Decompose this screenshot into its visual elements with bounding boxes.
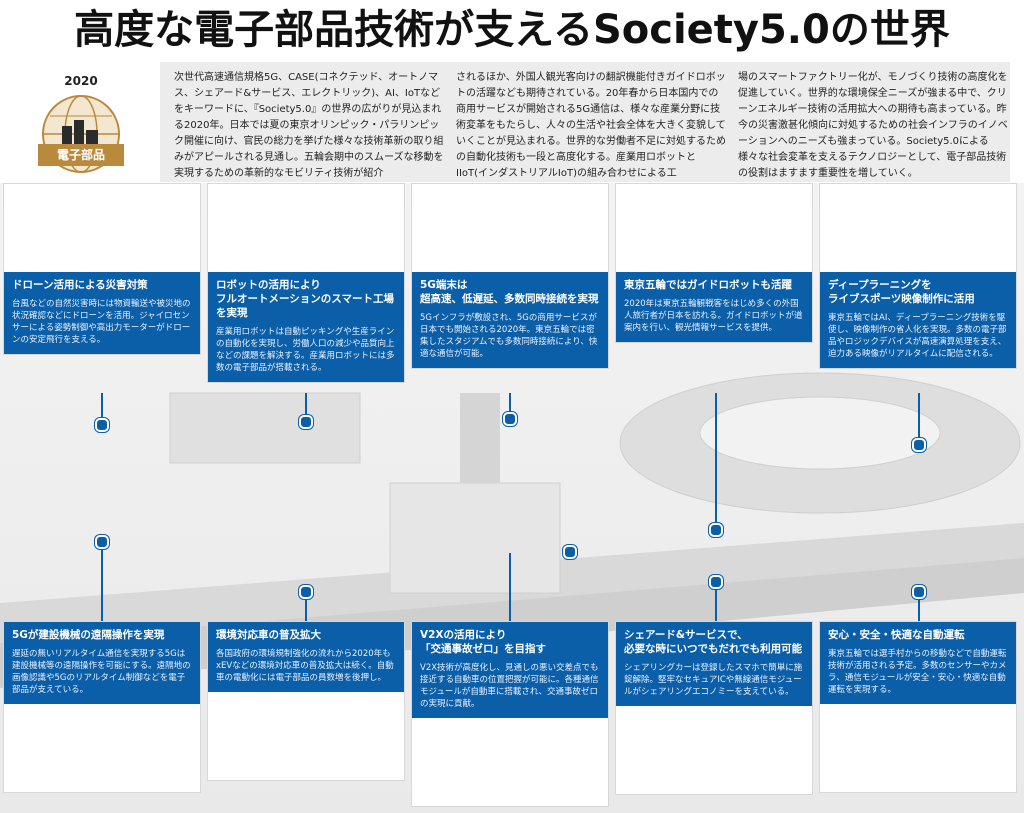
connector-dot xyxy=(503,412,517,426)
panel-body: 東京五輪ではAI、ディープラーニング技術を駆使し、映像制作の省人化を実現。多数の… xyxy=(820,312,1016,368)
panel-title: ロボットの活用により フルオートメーションのスマート工場を実現 xyxy=(208,272,404,326)
intro-col-2: されるほか、外国人観光客向けの翻訳機能付きガイドロボットの活躍なども期待されてい… xyxy=(456,72,726,179)
ev-charging-icon xyxy=(208,692,404,780)
connector-line xyxy=(305,393,307,421)
connector-line xyxy=(101,393,103,423)
panel-guide-robot: 東京五輪ではガイドロボットも活躍 2020年は東京五輪観戦客をはじめ多くの外国人… xyxy=(615,183,813,343)
connector-dot xyxy=(709,575,723,589)
connector-dot xyxy=(912,438,926,452)
guide-robot-icon xyxy=(616,184,812,272)
panel-body: 遅延の無いリアルタイム通信を実現する5Gは建設機械等の遠隔操作を可能にする。遠隔… xyxy=(4,648,200,704)
panel-deep-learning: ディープラーニングを ライブスポーツ映像制作に活用 東京五輪ではAI、ディープラ… xyxy=(819,183,1017,369)
panel-remote-construction: 5Gが建設機械の遠隔操作を実現 遅延の無いリアルタイム通信を実現する5Gは建設機… xyxy=(3,621,201,793)
logo: 2020 電子部品 xyxy=(20,74,142,182)
panel-body: 2020年は東京五輪観戦客をはじめ多くの外国人旅行者が日本を訪れる。ガイドロボッ… xyxy=(616,298,812,342)
connector-dot xyxy=(95,535,109,549)
panel-body: 各国政府の環境規制強化の流れから2020年もxEVなどの環境対応車の普及拡大は続… xyxy=(208,648,404,692)
panel-sharing: シェアード&サービスで、 必要な時にいつでもだれでも利用可能 シェアリングカーは… xyxy=(615,621,813,795)
panel-title: V2Xの活用により 「交通事故ゼロ」を目指す xyxy=(412,622,608,662)
connector-dot xyxy=(95,418,109,432)
panel-body: 産業用ロボットは自動ピッキングや生産ラインの自動化を実現し、労働人口の減少や品質… xyxy=(208,326,404,382)
city-scene: ドローン活用による災害対策 台風などの自然災害時には物資輸送や被災地の状況確認な… xyxy=(0,183,1024,813)
connector-line xyxy=(509,393,511,417)
panel-title: 環境対応車の普及拡大 xyxy=(208,622,404,648)
connector-line xyxy=(305,593,307,621)
panel-title: シェアード&サービスで、 必要な時にいつでもだれでも利用可能 xyxy=(616,622,812,662)
connector-line xyxy=(918,593,920,621)
drone-icon xyxy=(4,184,200,272)
logo-year: 2020 xyxy=(64,74,98,88)
connector-line xyxy=(918,393,920,443)
panel-body: シェアリングカーは登録したスマホで簡単に施錠解除。堅牢なセキュアICや無線通信モ… xyxy=(616,662,812,706)
connector-line xyxy=(715,393,717,528)
connector-dot xyxy=(912,585,926,599)
connector-dot xyxy=(299,415,313,429)
panel-body: 5Gインフラが敷設され、5Gの商用サービスが日本でも開始される2020年。東京五… xyxy=(412,312,608,368)
panel-title: ディープラーニングを ライブスポーツ映像制作に活用 xyxy=(820,272,1016,312)
intersection-cars-icon xyxy=(412,718,608,806)
sports-video-icon xyxy=(820,184,1016,272)
intro-text: 次世代高速通信規格5G、CASE(コネクテッド、オートノマス、シェアード&サービ… xyxy=(160,62,1010,182)
panel-drone: ドローン活用による災害対策 台風などの自然災害時には物資輸送や被災地の状況確認な… xyxy=(3,183,201,355)
car-sharing-icon xyxy=(616,706,812,794)
panel-title: 東京五輪ではガイドロボットも活躍 xyxy=(616,272,812,298)
page-title: 高度な電子部品技術が支えるSociety5.0の世界 xyxy=(74,7,950,53)
panel-v2x: V2Xの活用により 「交通事故ゼロ」を目指す V2X技術が高度化し、見通しの悪い… xyxy=(411,621,609,807)
panel-body: 東京五輪では選手村からの移動などで自動運転技術が活用される予定。多数のセンサーや… xyxy=(820,648,1016,704)
autonomous-shuttle-icon xyxy=(820,704,1016,792)
connector-dot xyxy=(299,585,313,599)
panel-eco-vehicles: 環境対応車の普及拡大 各国政府の環境規制強化の流れから2020年もxEVなどの環… xyxy=(207,621,405,781)
panel-title: ドローン活用による災害対策 xyxy=(4,272,200,298)
panel-5g-devices: 5G端末は 超高速、低遅延、多数同時接続を実現 5Gインフラが敷設され、5Gの商… xyxy=(411,183,609,369)
connector-line xyxy=(715,583,717,621)
panel-autonomous-driving: 安心・安全・快適な自動運転 東京五輪では選手村からの移動などで自動運転技術が活用… xyxy=(819,621,1017,793)
panel-smart-factory: ロボットの活用により フルオートメーションのスマート工場を実現 産業用ロボットは… xyxy=(207,183,405,383)
connector-line xyxy=(101,543,103,621)
connector-dot xyxy=(563,545,577,559)
panel-body: V2X技術が高度化し、見通しの悪い交差点でも接近する自動車の位置把握が可能に。各… xyxy=(412,662,608,718)
panel-title: 5G端末は 超高速、低遅延、多数同時接続を実現 xyxy=(412,272,608,312)
connector-line xyxy=(509,553,511,621)
excavator-icon xyxy=(4,704,200,792)
panel-title: 5Gが建設機械の遠隔操作を実現 xyxy=(4,622,200,648)
smartphone-tablet-icon xyxy=(412,184,608,272)
connector-dot xyxy=(709,523,723,537)
intro-col-3: 場のスマートファクトリー化が、モノづくり技術の高度化を促進していく。世界的な環境… xyxy=(738,72,1008,179)
panel-title: 安心・安全・快適な自動運転 xyxy=(820,622,1016,648)
logo-badge: 電子部品 xyxy=(38,144,124,166)
intro-col-1: 次世代高速通信規格5G、CASE(コネクテッド、オートノマス、シェアード&サービ… xyxy=(174,72,444,179)
panel-body: 台風などの自然災害時には物資輸送や被災地の状況確認などにドローンを活用。ジャイロ… xyxy=(4,298,200,354)
robot-arm-icon xyxy=(208,184,404,272)
